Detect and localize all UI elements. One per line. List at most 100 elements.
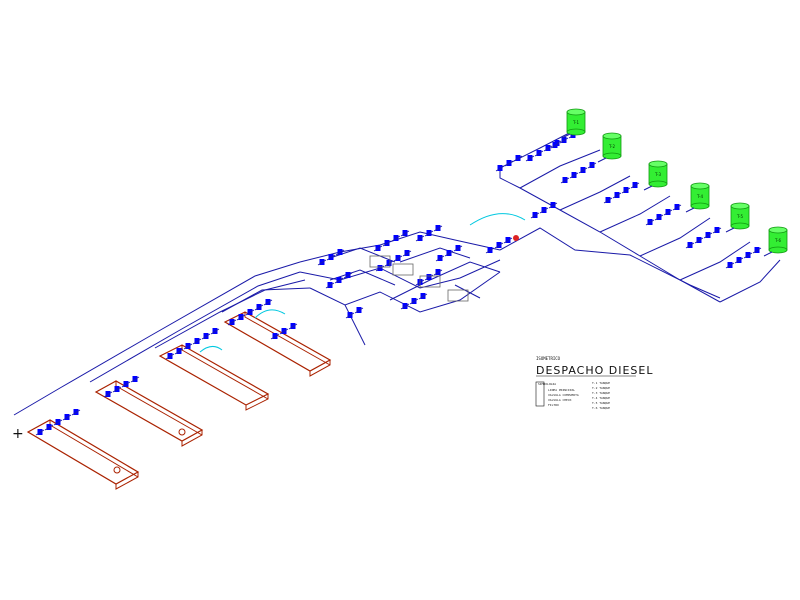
pipe-run xyxy=(499,129,576,169)
flange xyxy=(743,252,753,259)
valve-fitting xyxy=(386,260,392,266)
tank-top xyxy=(730,202,750,210)
valve-fitting xyxy=(132,376,138,382)
flange xyxy=(345,312,355,319)
valve-fitting xyxy=(404,250,410,256)
valve-fitting xyxy=(487,247,493,253)
flange xyxy=(612,192,622,199)
tank-bottom xyxy=(768,246,788,254)
flange xyxy=(402,250,412,257)
flange xyxy=(317,259,327,266)
valve-fitting xyxy=(571,172,577,178)
tank-outlet xyxy=(597,157,607,163)
valve-fitting xyxy=(384,240,390,246)
valve-fitting xyxy=(395,255,401,261)
valve-fitting xyxy=(446,250,452,256)
flange xyxy=(326,254,336,261)
valve-fitting xyxy=(541,207,547,213)
valve-fitting xyxy=(46,424,52,430)
tank-bottom xyxy=(690,202,710,210)
valve-fitting xyxy=(435,225,441,231)
valve-fitting xyxy=(229,319,235,325)
flange xyxy=(400,303,410,310)
valve-fitting xyxy=(337,249,343,255)
flange xyxy=(534,150,544,157)
tank-label: T-3 xyxy=(654,172,662,177)
tank-top xyxy=(602,132,622,140)
valve-fitting xyxy=(256,304,262,310)
valve-fitting xyxy=(552,142,558,148)
flange xyxy=(130,376,140,383)
flange xyxy=(245,309,255,316)
legend-right-1: T-2 TANQUE xyxy=(592,386,611,390)
valve-fitting xyxy=(420,293,426,299)
valve-fitting xyxy=(347,312,353,318)
slab-edge xyxy=(181,430,203,447)
valve-fitting xyxy=(515,155,521,161)
flange xyxy=(343,272,353,279)
flange xyxy=(504,160,514,167)
filter-box xyxy=(419,275,441,288)
valve-fitting xyxy=(238,314,244,320)
flange xyxy=(694,237,704,244)
flange xyxy=(734,257,744,264)
legend-right-2: T-3 TANQUE xyxy=(592,391,611,395)
legend-left-0: SIMBOLOGIA xyxy=(538,382,557,386)
valve-fitting xyxy=(176,348,182,354)
flange xyxy=(444,250,454,257)
flange xyxy=(391,235,401,242)
valve-fitting xyxy=(411,298,417,304)
pipe-run xyxy=(559,175,631,211)
flange xyxy=(325,282,335,289)
slab-edge xyxy=(49,420,139,478)
tank-bottom xyxy=(648,180,668,188)
flange xyxy=(415,235,425,242)
valve-fitting xyxy=(327,282,333,288)
valve-fitting xyxy=(73,409,79,415)
valve-fitting xyxy=(194,338,200,344)
pipe-run xyxy=(639,217,711,257)
flange xyxy=(227,319,237,326)
valve-fitting xyxy=(497,165,503,171)
valve-fitting xyxy=(105,391,111,397)
legend-right-5: T-6 TANQUE xyxy=(592,406,611,410)
tank-outlet xyxy=(685,207,695,213)
tank-label: T-1 xyxy=(572,120,580,125)
cyan-hose xyxy=(469,213,526,226)
tank-label: T-5 xyxy=(736,214,744,219)
legend-left-4: FILTRO xyxy=(548,403,559,407)
pipe-run xyxy=(329,269,396,286)
slab-hole xyxy=(113,466,121,474)
flange xyxy=(288,323,298,330)
valve-fitting xyxy=(745,252,751,258)
flange xyxy=(270,333,280,340)
flange xyxy=(645,219,655,226)
valve-fitting xyxy=(437,255,443,261)
pipe-run xyxy=(719,259,781,303)
valve-fitting xyxy=(505,237,511,243)
tank-label: T-2 xyxy=(608,144,616,149)
flange xyxy=(103,391,113,398)
dispenser-slab xyxy=(158,344,270,406)
flange xyxy=(495,165,505,172)
flange xyxy=(433,269,443,276)
pipe-run xyxy=(221,287,311,313)
valve-fitting xyxy=(55,419,61,425)
valve-fitting xyxy=(687,242,693,248)
valve-fitting xyxy=(656,214,662,220)
pipe-run xyxy=(429,261,501,281)
tank-bottom xyxy=(566,128,586,136)
pipe-run xyxy=(13,261,301,416)
valve-fitting xyxy=(402,230,408,236)
valve-fitting xyxy=(417,235,423,241)
valve-fitting xyxy=(247,309,253,315)
flange xyxy=(685,242,695,249)
valve-fitting xyxy=(665,209,671,215)
valve-fitting xyxy=(393,235,399,241)
valve-fitting xyxy=(545,145,551,151)
flange xyxy=(121,381,131,388)
tank-outlet xyxy=(561,133,571,139)
flange xyxy=(382,240,392,247)
flange xyxy=(53,419,63,426)
pipe-run xyxy=(519,149,601,189)
